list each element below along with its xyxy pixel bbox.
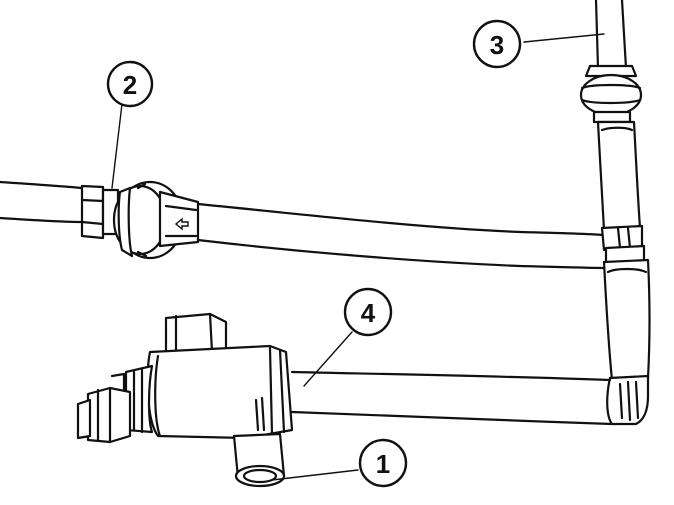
- callout-4: 4: [343, 287, 393, 337]
- callout-label: 2: [123, 70, 137, 100]
- check-valve: [112, 180, 200, 260]
- purge-valve: [76, 312, 294, 488]
- callout-circle: [472, 19, 522, 69]
- callout-label: 3: [490, 30, 504, 60]
- leader-line-4: [303, 331, 353, 387]
- callout-label: 4: [361, 298, 376, 328]
- callout-circle: [106, 60, 154, 108]
- hose-lower-horizontal: [290, 370, 614, 426]
- callout-circle: [358, 438, 408, 488]
- leader-lines: [111, 33, 605, 481]
- hose-left-inlet: [0, 180, 84, 224]
- callout-3: 3: [472, 19, 522, 69]
- hose-vertical-sleeve: [596, 120, 642, 232]
- tee-junction: [600, 224, 646, 266]
- callout-2: 2: [106, 60, 154, 108]
- flow-arrow-icon: [174, 217, 189, 231]
- callout-circle: [343, 287, 393, 337]
- bulkhead-grommet: [579, 64, 643, 124]
- callout-1: 1: [358, 438, 408, 488]
- callout-label: 1: [376, 449, 390, 479]
- hose-vertical-lower: [602, 258, 651, 382]
- leader-line-1: [271, 469, 359, 481]
- elbow-connector: [606, 374, 650, 426]
- hose-clamp-left: [80, 184, 120, 240]
- leader-line-2: [111, 103, 123, 189]
- leader-line-3: [523, 33, 605, 43]
- hose-main-horizontal: [196, 202, 608, 270]
